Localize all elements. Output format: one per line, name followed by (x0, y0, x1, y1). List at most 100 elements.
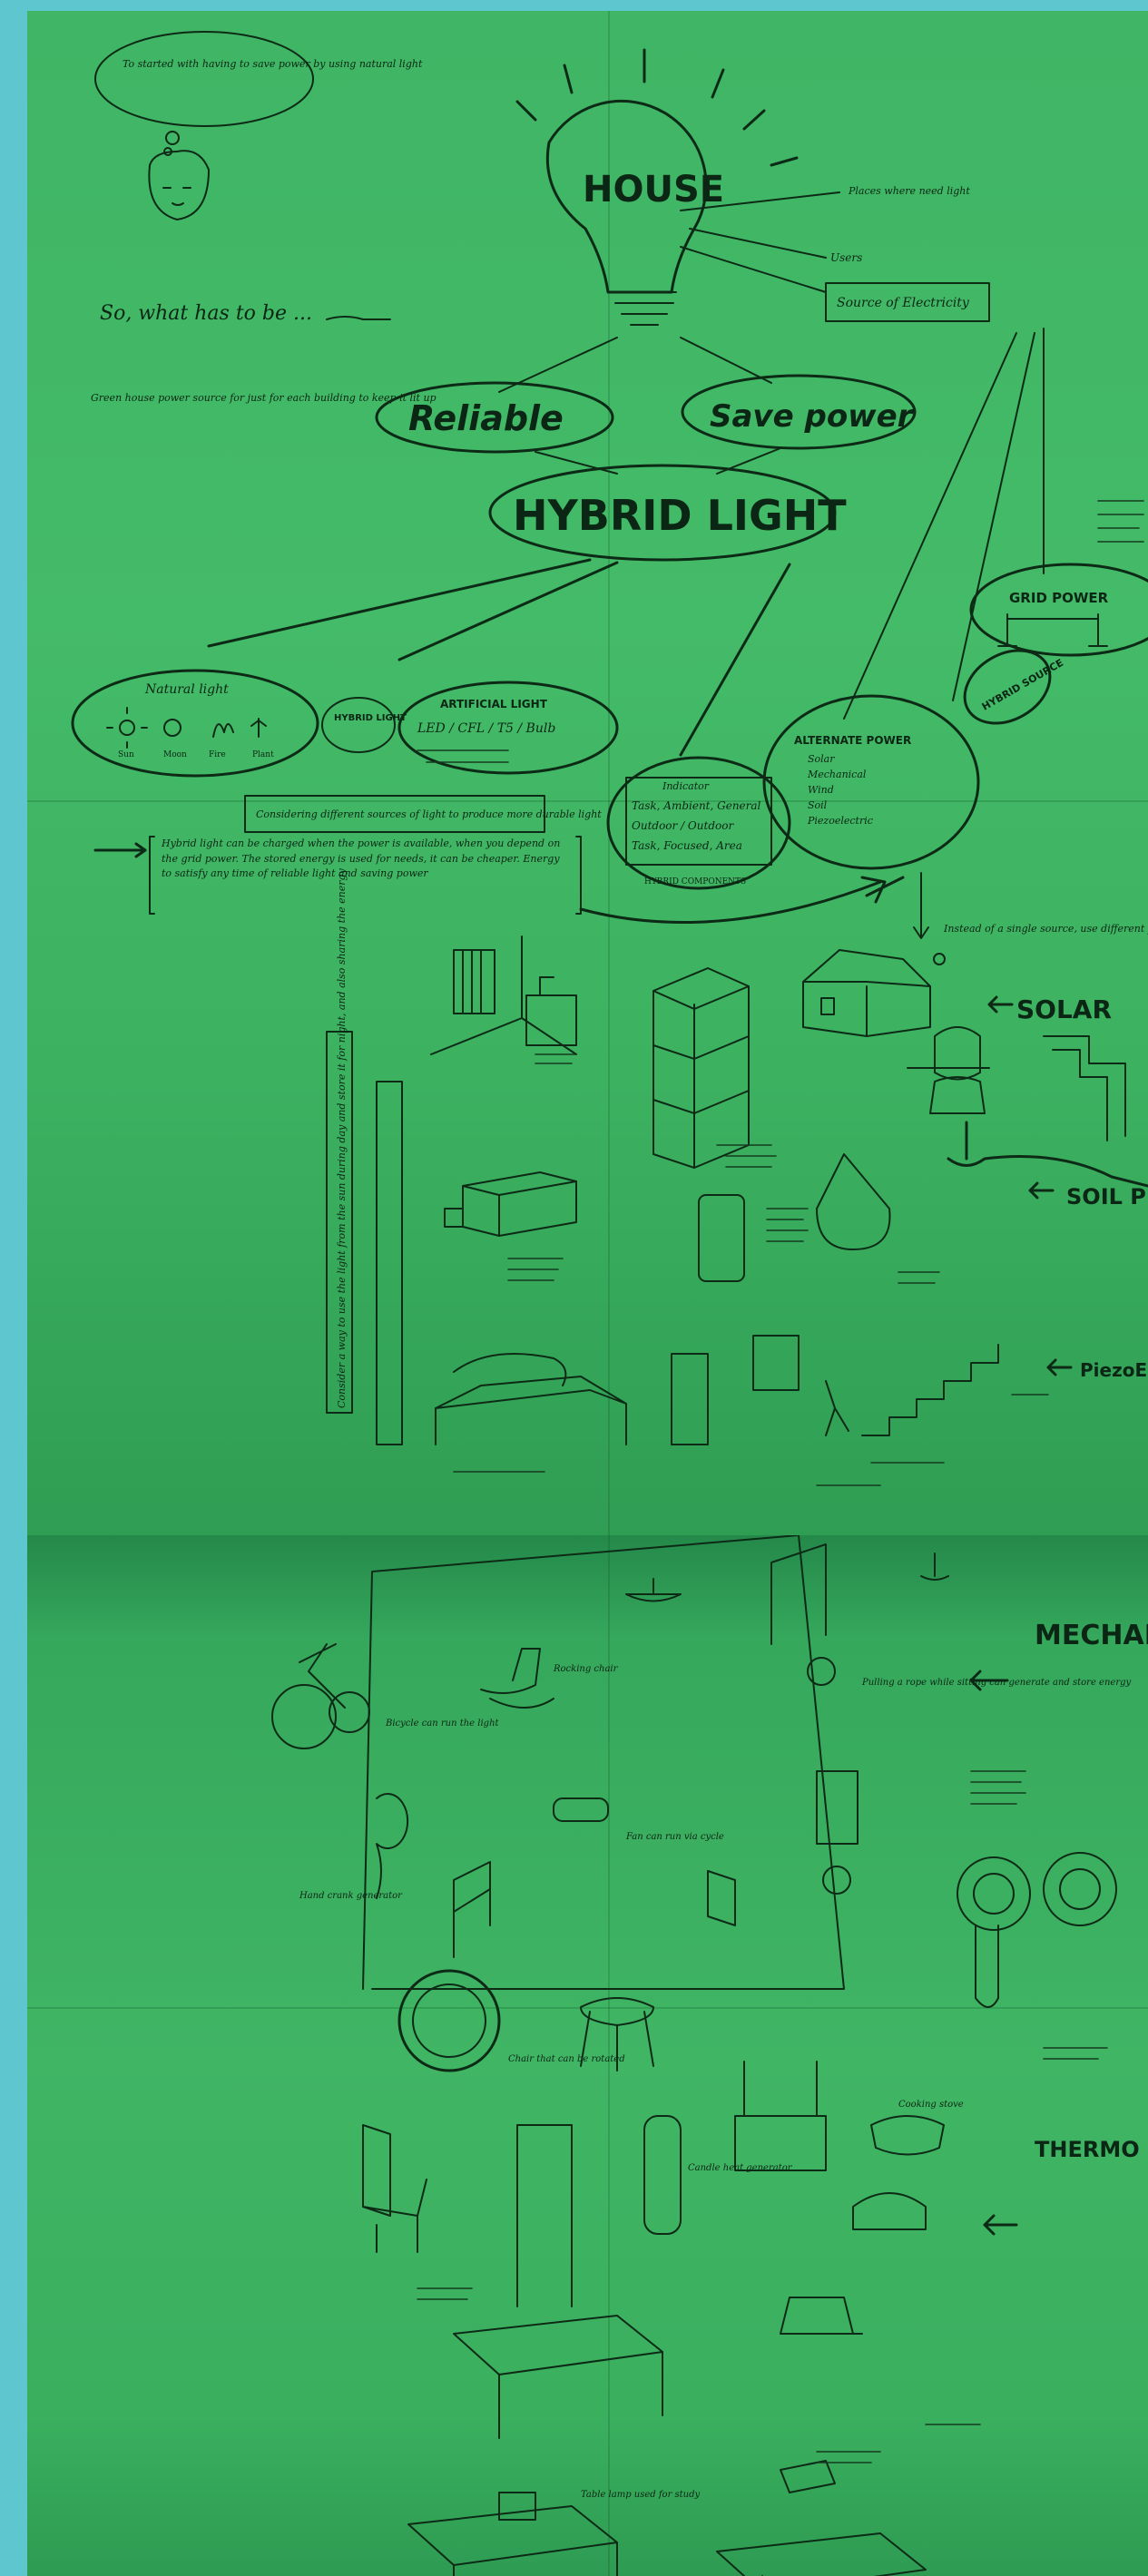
instead-note: Instead of a single source, use differen… (943, 923, 1148, 935)
soil-plant-sketch (699, 1154, 939, 1283)
door-sketch (771, 1544, 826, 1644)
sun-icon (934, 954, 945, 965)
vertical-note-box (377, 1082, 402, 1445)
natural-item: Fire (209, 750, 226, 759)
alternate-item: Piezoelectric (807, 815, 873, 827)
desk-sketch (408, 2506, 617, 2576)
heater-sketch (853, 2193, 926, 2229)
sketch-board: MECHANI.. Bicycle can run the light Rock… (27, 1535, 1148, 2576)
note-chair: Chair that can be rotated (508, 2054, 625, 2064)
indicator-item: Indicator (662, 780, 710, 792)
hybrid-source-label: HYBRID SOURCE (980, 657, 1065, 713)
side-note: Green house power source for just for ea… (91, 392, 437, 404)
mind-map-diagram: To started with having to save power by … (27, 11, 1148, 1543)
save-power-label: Save power (710, 398, 915, 435)
hybrid-small-label: HYBRID LIGHT (334, 713, 407, 723)
users-label: Users (830, 251, 862, 264)
arrow-left (989, 997, 1012, 1012)
arrow-left (1048, 1360, 1071, 1375)
house-bulb: HOUSE (517, 50, 797, 325)
rocking-chair-sketch (481, 1649, 554, 1708)
alternate-power-bubble (764, 696, 978, 868)
table-sketch (454, 2316, 662, 2438)
figure-sketch (517, 2125, 572, 2307)
indicator-item: Task, Ambient, General (632, 799, 761, 812)
solar-label: SOLAR (1016, 994, 1112, 1024)
piezo-label: PiezoElec.. (1080, 1359, 1148, 1381)
candle-sketch (644, 2116, 681, 2234)
poster-sheet-bottom: MECHANI.. Bicycle can run the light Rock… (27, 1535, 1148, 2576)
natural-item: Sun (118, 750, 134, 759)
question-text: So, what has to be ... (100, 302, 312, 325)
indicator-item: Task, Focused, Area (632, 839, 742, 852)
alternate-item: Soil (808, 799, 828, 811)
bicycle-sketch (272, 1644, 369, 1748)
scribble-note (1098, 501, 1143, 542)
note-rocking: Rocking chair (553, 1664, 619, 1674)
hybrid-light-label: HYBRID LIGHT (513, 491, 847, 540)
shed-sketch (445, 1172, 576, 1280)
hybrid-small-bubble (322, 698, 395, 752)
fan-sketch (626, 1579, 681, 1601)
thought-bubble-note: To started with having to save power by … (123, 58, 423, 70)
note-hand-crank: Hand crank generator (299, 1891, 403, 1901)
thermo-label: THERMO ELECTRIC GENERA.. (1035, 2137, 1148, 2162)
generator-sketch (817, 1771, 1116, 2059)
considering-box-text: Considering different sources of light t… (256, 808, 602, 820)
bench-sketch (454, 1862, 490, 1957)
thought-bubble: To started with having to save power by … (95, 32, 423, 220)
hybrid-note: Hybrid light can be charged when the pow… (162, 837, 570, 882)
room-sketch (431, 936, 576, 1063)
lamp-device-sketch (780, 2297, 862, 2334)
scribble-note (417, 2288, 980, 2463)
note-cycle: Bicycle can run the light (385, 1719, 500, 1729)
connector-line (209, 560, 590, 646)
stove-sketch (735, 2062, 826, 2170)
indicator-item: Outdoor / Outdoor (632, 819, 734, 832)
connector-line (681, 564, 790, 755)
fan-sketch (921, 1553, 948, 1580)
poster-sheet-top: To started with having to save power by … (27, 11, 1148, 1543)
note-desk: Table lamp used for study (581, 2490, 701, 2500)
radio-sketch (499, 2493, 535, 2520)
grid-power-bubble (971, 564, 1148, 655)
hybrid-note-box: Hybrid light can be charged when the pow… (162, 837, 570, 918)
house-sketch (803, 950, 930, 1036)
natural-light-label: Natural light (144, 682, 229, 697)
chair-sketch (363, 2125, 427, 2252)
arrow-left (985, 2216, 1016, 2234)
solar-device-sketch (908, 1027, 1148, 1186)
alternate-item: Solar (808, 753, 835, 765)
building-sketch (653, 968, 776, 1168)
porthole-sketch (399, 1971, 499, 2071)
alternate-item: Wind (808, 784, 834, 796)
arrow (95, 844, 145, 857)
sources-box-label: Source of Electricity (837, 296, 970, 310)
alternate-power-label: ALTERNATE POWER (794, 734, 911, 747)
natural-light-icons (107, 708, 266, 748)
pot-sketch (871, 2116, 944, 2155)
arrow-left (1030, 1183, 1053, 1198)
vertical-note: Consider a way to use the light from the… (336, 867, 348, 1408)
pylon-icon (998, 614, 1107, 646)
note-candle: Candle heat generator (688, 2163, 793, 2173)
arrow (327, 317, 390, 319)
natural-item: Plant (252, 750, 274, 759)
x-mark (862, 877, 903, 902)
note-fan: Fan can run via cycle (625, 1832, 724, 1842)
alternate-item: Mechanical (807, 769, 867, 780)
natural-item: Moon (163, 750, 187, 759)
curve-arrow (581, 882, 880, 923)
branch-note: Places where need light (848, 185, 970, 197)
artificial-light-label: ARTIFICIAL LIGHT (440, 698, 548, 710)
connector-line (844, 328, 1044, 719)
door-stairs-sketch (672, 1336, 1048, 1485)
note-pulley: Pulling a rope while sitting can generat… (861, 1678, 1132, 1688)
hand-crank-sketch (377, 1794, 407, 1898)
reliable-label: Reliable (408, 398, 564, 438)
cabinet-sketch (708, 1871, 735, 1925)
soil-label: SOIL PL.. (1066, 1184, 1148, 1210)
artificial-items: LED / CFL / T5 / Bulb (417, 721, 555, 736)
mechanical-label: MECHANI.. (1035, 1620, 1148, 1651)
arrow (914, 873, 928, 938)
